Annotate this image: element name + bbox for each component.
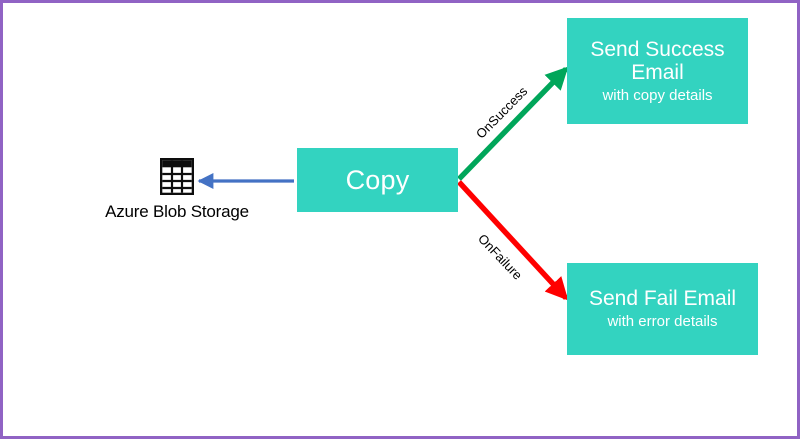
- dataset-azure-blob-storage[interactable]: Azure Blob Storage: [91, 158, 263, 222]
- activity-fail-subtitle: with error details: [607, 312, 718, 330]
- activity-send-success-email[interactable]: Send Success Email with copy details: [567, 18, 748, 124]
- activity-fail-title: Send Fail Email: [588, 287, 737, 311]
- edge-on-success: [457, 66, 569, 181]
- activity-success-subtitle: with copy details: [602, 86, 713, 104]
- edge-label-on-failure: OnFailure: [475, 231, 526, 283]
- table-grid-icon: [160, 158, 194, 195]
- dataset-label: Azure Blob Storage: [105, 202, 249, 221]
- activity-copy-label: Copy: [345, 164, 410, 195]
- activity-success-title-line2: Email: [631, 61, 684, 85]
- edge-label-on-success: OnSuccess: [473, 83, 531, 142]
- activity-send-fail-email[interactable]: Send Fail Email with error details: [567, 263, 758, 355]
- activity-success-title-line1: Send Success: [590, 37, 725, 61]
- activity-copy[interactable]: Copy: [297, 148, 458, 212]
